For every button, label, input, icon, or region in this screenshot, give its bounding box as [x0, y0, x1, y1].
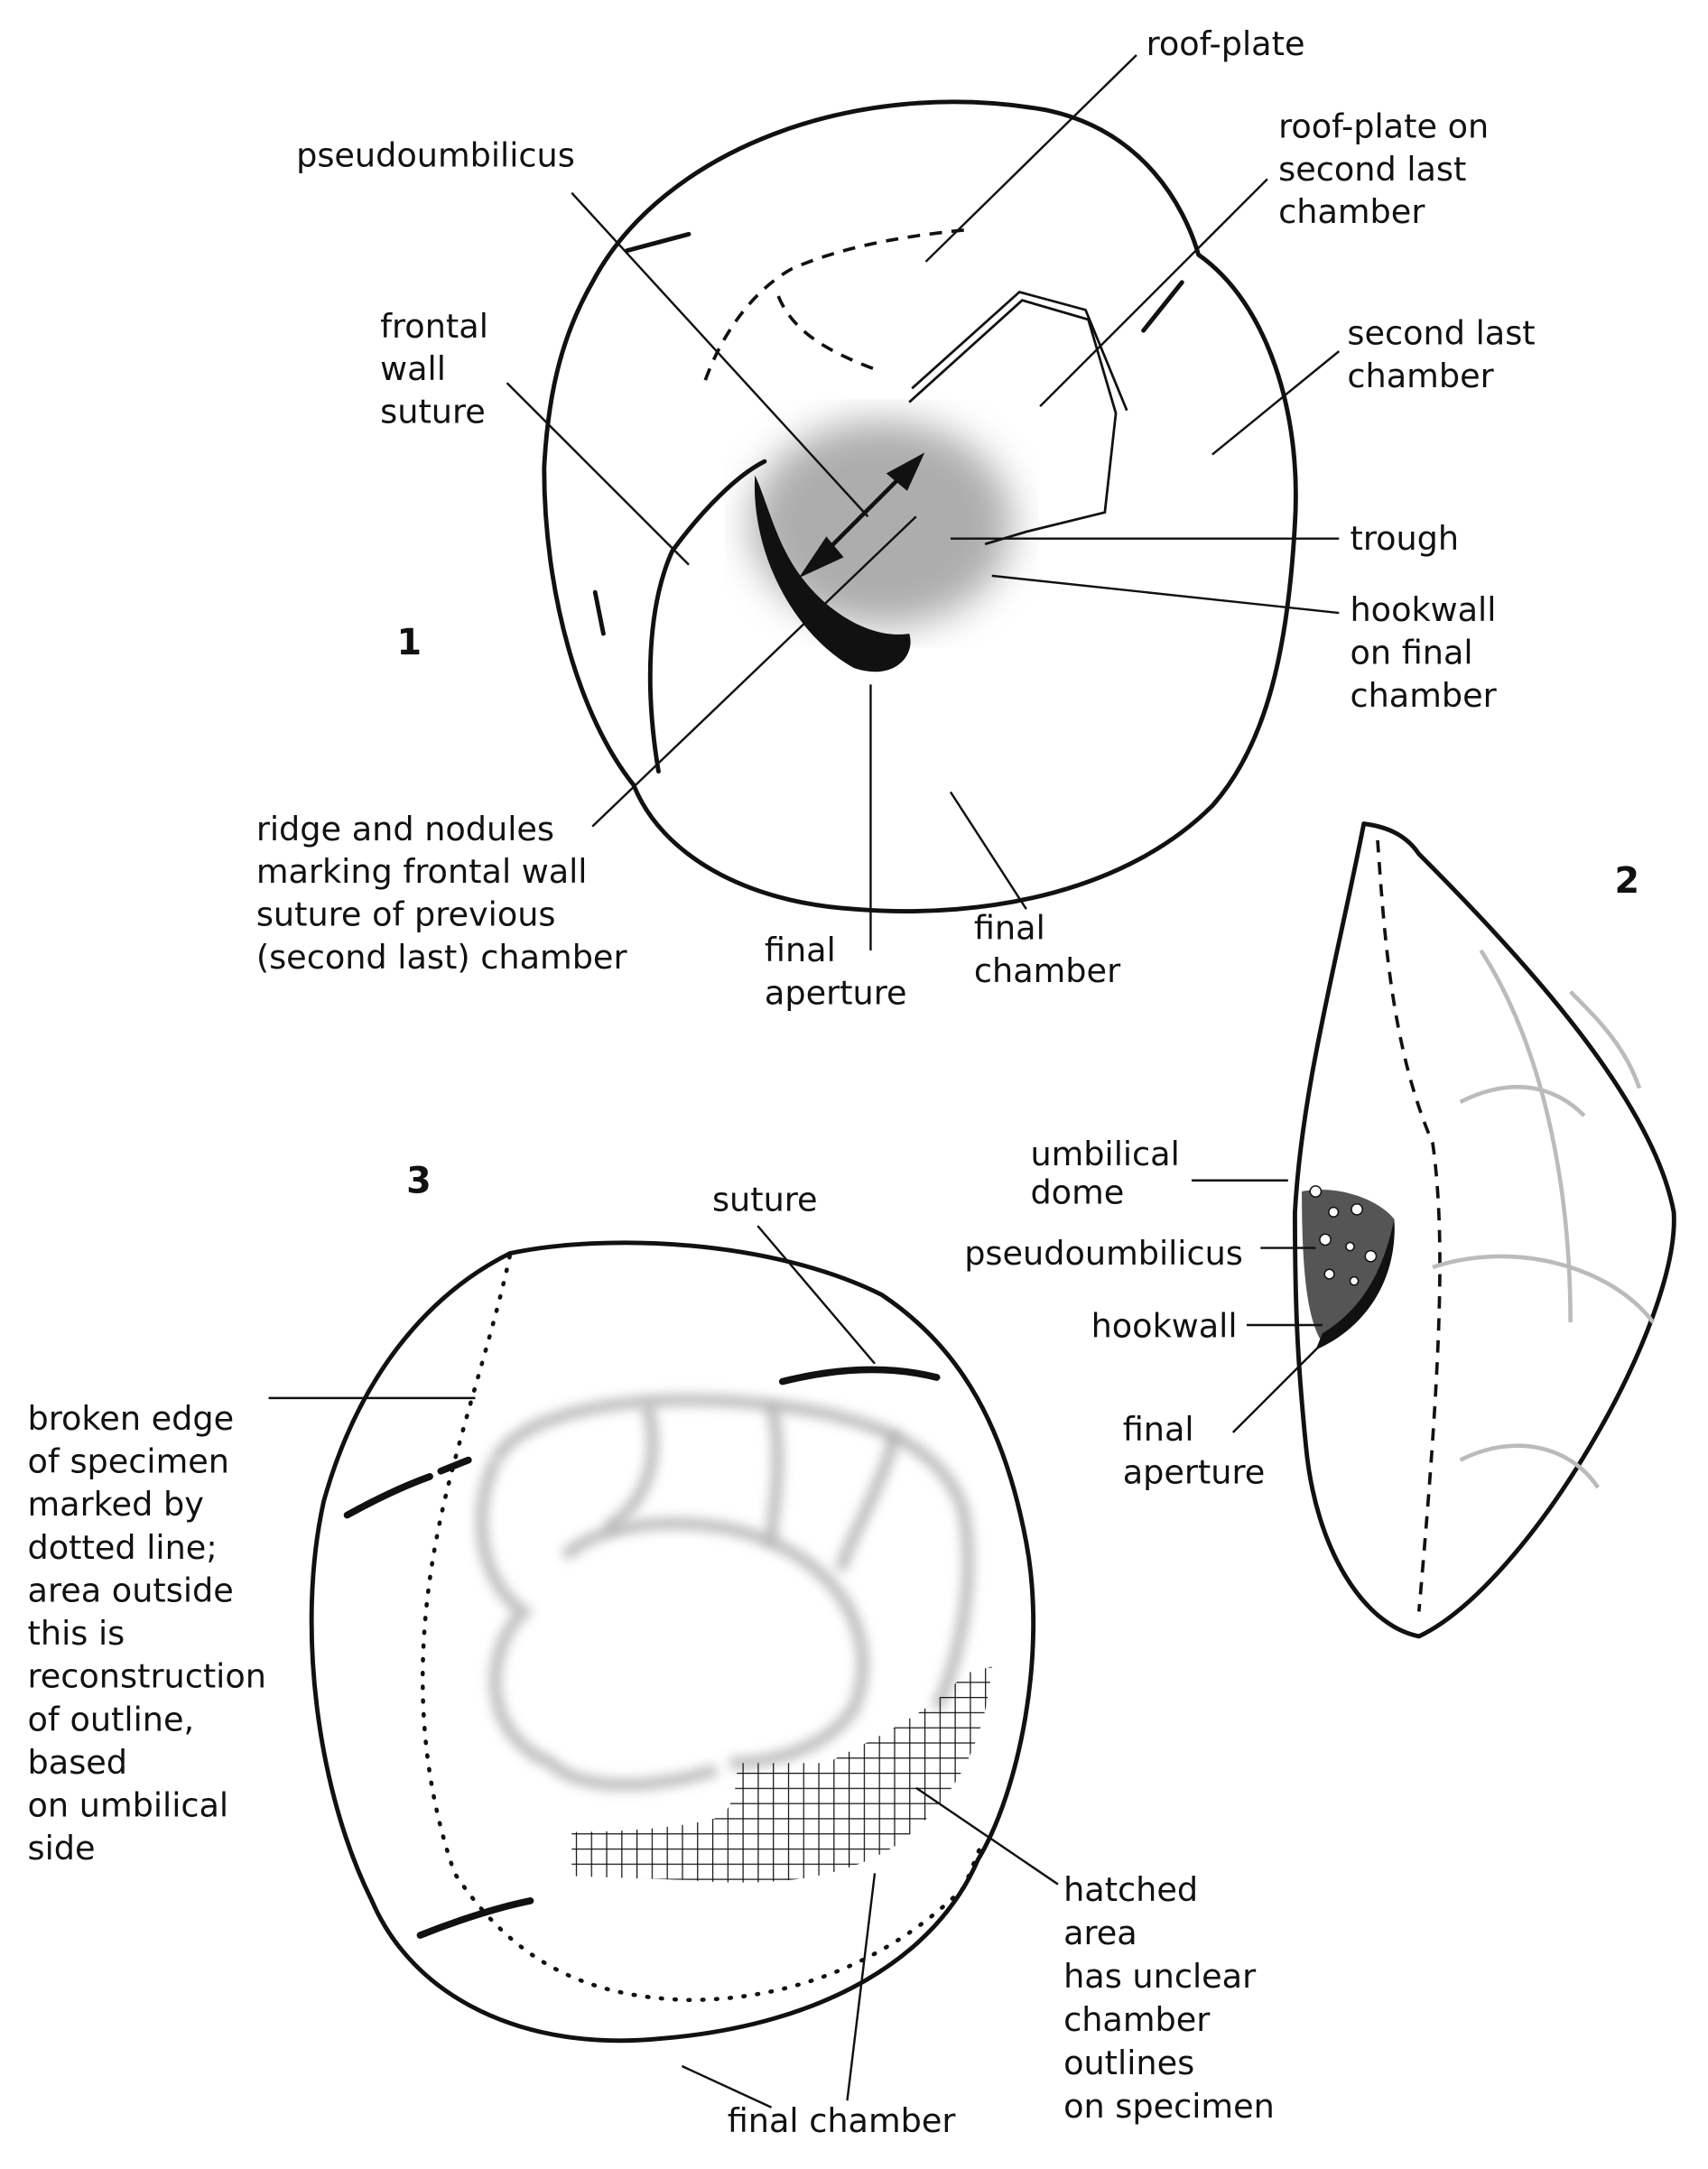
- label-pseudoumbilicus: pseudoumbilicus: [296, 136, 575, 175]
- figure-3-number: 3: [406, 1161, 432, 1202]
- label-hookwall-final: hookwall on final chamber: [1350, 590, 1507, 715]
- roof-plate-second-outline: [908, 290, 1128, 546]
- label-final-aperture-2: final aperture: [1123, 1410, 1266, 1491]
- label-ridge-and-nodules: ridge and nodules marking frontal wall s…: [256, 810, 628, 977]
- leader-lines: [268, 1225, 1059, 2109]
- double-arrow: [798, 452, 925, 579]
- label-final-chamber-3: final chamber: [728, 2101, 957, 2140]
- label-roof-plate-second-last: roof-plate on second last chamber: [1278, 107, 1499, 232]
- label-final-chamber: final chamber: [974, 909, 1121, 990]
- figure-3: 3 suture broken edge of specimen marked …: [28, 1161, 1275, 2141]
- leader-lines: [506, 54, 1341, 950]
- label-broken-edge: broken edge of specimen marked by dotted…: [28, 1399, 277, 1868]
- faint-sutures: [1432, 949, 1656, 1489]
- label-frontal-wall-suture: frontal wall suture: [380, 307, 498, 431]
- roof-plate-dashed: [703, 228, 965, 381]
- final-chamber-frontal-wall: [647, 459, 767, 774]
- pseudoumbilicus-dark: [1302, 1190, 1395, 1343]
- hookwall-dark: [1315, 1219, 1395, 1350]
- label-hatched-area: hatched area has unclear chamber outline…: [1063, 1870, 1275, 2126]
- suture-marks-3: [343, 1366, 941, 1939]
- ghost-chamber-outlines: [475, 1394, 975, 1792]
- figure-1-number: 1: [396, 622, 422, 663]
- side-view-outline: [1292, 821, 1676, 1639]
- hatched-area: [571, 1666, 992, 1883]
- label-hookwall-2: hookwall: [1091, 1307, 1238, 1346]
- figure-1: 1 roof-plate pseudoumbilicus roof-plate …: [256, 24, 1546, 1012]
- test-outline-3: [309, 1240, 1036, 2044]
- label-trough: trough: [1350, 519, 1459, 558]
- label-pseudoumbilicus-2: pseudoumbilicus: [964, 1234, 1243, 1273]
- shaded-umbilical-area: [750, 420, 1013, 627]
- label-roof-plate: roof-plate: [1146, 24, 1305, 63]
- nodules: [1309, 1185, 1378, 1286]
- broken-edge-dotted: [420, 1254, 983, 2003]
- figure-2: 2 umbilical dome pseudoumbilicus hookwal…: [964, 821, 1676, 1639]
- label-suture: suture: [712, 1180, 818, 1219]
- label-umbilical-dome: umbilical dome: [1030, 1135, 1190, 1212]
- final-aperture-dark: [754, 475, 911, 672]
- leader-lines: [1191, 1179, 1323, 1433]
- figure-2-number: 2: [1614, 860, 1639, 902]
- keel-line: [1376, 839, 1442, 1612]
- test-outline: [542, 99, 1298, 913]
- label-second-last-chamber: second last chamber: [1347, 314, 1546, 395]
- label-final-aperture: final aperture: [765, 931, 907, 1012]
- suture-marks: [592, 231, 1184, 636]
